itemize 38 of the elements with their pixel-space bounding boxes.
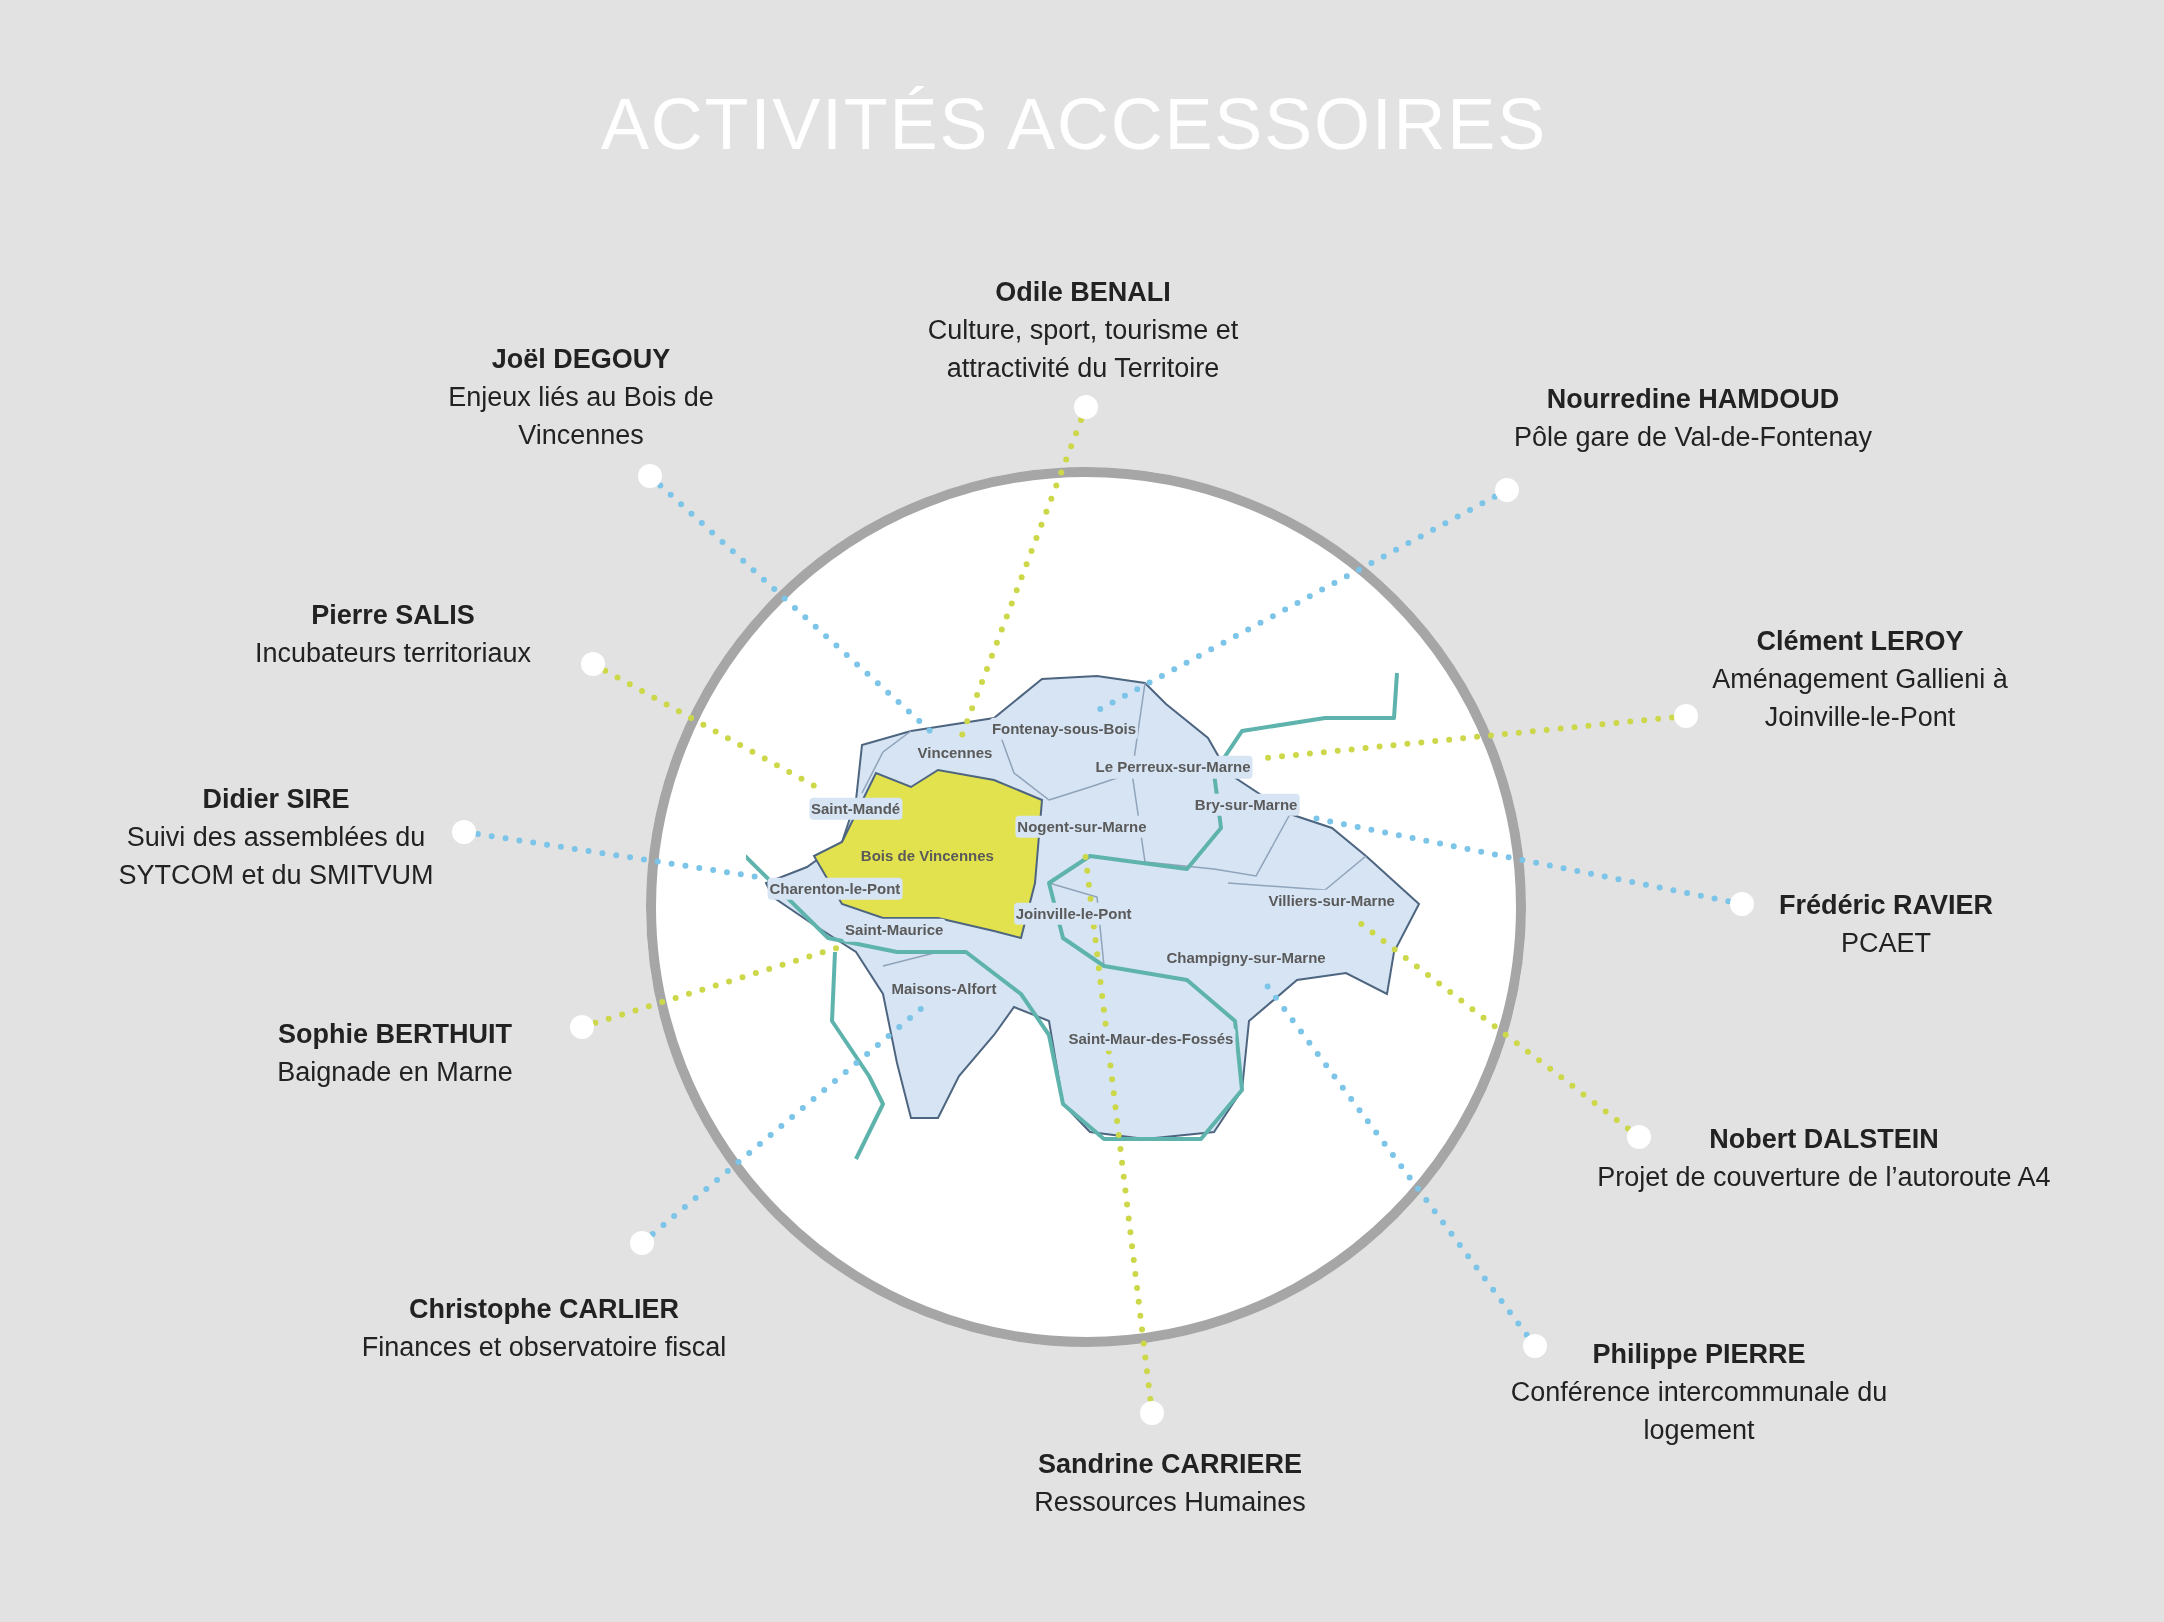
- responsibility-text: Incubateurs territoriaux: [253, 637, 533, 670]
- responsibility-text: Ressources Humaines: [1033, 1486, 1307, 1519]
- responsibility-text: Aménagement Gallieni à Joinville-le-Pont: [1711, 663, 2009, 734]
- person-name: Clément LEROY: [1755, 625, 1965, 658]
- place-label: Joinville-le-Pont: [1013, 902, 1134, 925]
- responsibility-text: Suivi des assemblées du SYTCOM et du SMITVUM: [117, 821, 435, 892]
- leader-line: [630, 1004, 926, 1255]
- responsibility-text: PCAET: [1840, 927, 1932, 960]
- place-label: Saint-Maurice: [843, 918, 946, 942]
- responsibility-text: Baignade en Marne: [276, 1056, 514, 1089]
- person-name: Joël DEGOUY: [490, 343, 672, 376]
- person-name: Nobert DALSTEIN: [1708, 1123, 1940, 1156]
- place-label: Bois de Vincennes: [858, 844, 996, 867]
- place-label: Charenton-le-Pont: [767, 877, 903, 900]
- responsibility-text: Conférence intercommunale du logement: [1509, 1376, 1889, 1447]
- person-name: Odile BENALI: [994, 276, 1172, 309]
- responsibility-text: Culture, sport, tourisme et attractivité du Territoire: [926, 314, 1240, 385]
- place-label: Saint-Mandé: [809, 797, 903, 820]
- person-name: Didier SIRE: [201, 783, 351, 816]
- leader-line: [570, 945, 840, 1039]
- person-name: Frédéric RAVIER: [1777, 889, 1995, 922]
- place-label: Saint-Maur-des-Fossés: [1066, 1027, 1236, 1051]
- responsibility-text: Enjeux liés au Bois de Vincennes: [447, 381, 715, 452]
- place-label: Le Perreux-sur-Marne: [1093, 756, 1253, 779]
- leader-line: [958, 395, 1098, 739]
- place-label: Nogent-sur-Marne: [1015, 815, 1149, 838]
- person-name: Sophie BERTHUIT: [277, 1018, 513, 1051]
- responsibility-text: Finances et observatoire fiscal: [360, 1331, 728, 1364]
- person-name: Pierre SALIS: [310, 599, 476, 632]
- responsibility-text: Pôle gare de Val-de-Fontenay: [1512, 421, 1874, 454]
- place-label: Fontenay-sous-Bois: [989, 717, 1139, 740]
- place-label: Bry-sur-Marne: [1192, 793, 1300, 816]
- person-name: Sandrine CARRIERE: [1036, 1448, 1303, 1481]
- person-name: Nourredine HAMDOUD: [1545, 383, 1841, 416]
- person-name: Christophe CARLIER: [408, 1293, 680, 1326]
- person-name: Philippe PIERRE: [1591, 1338, 1807, 1371]
- leader-line: [1094, 478, 1519, 714]
- responsibility-text: Projet de couverture de l’autoroute A4: [1596, 1161, 2052, 1194]
